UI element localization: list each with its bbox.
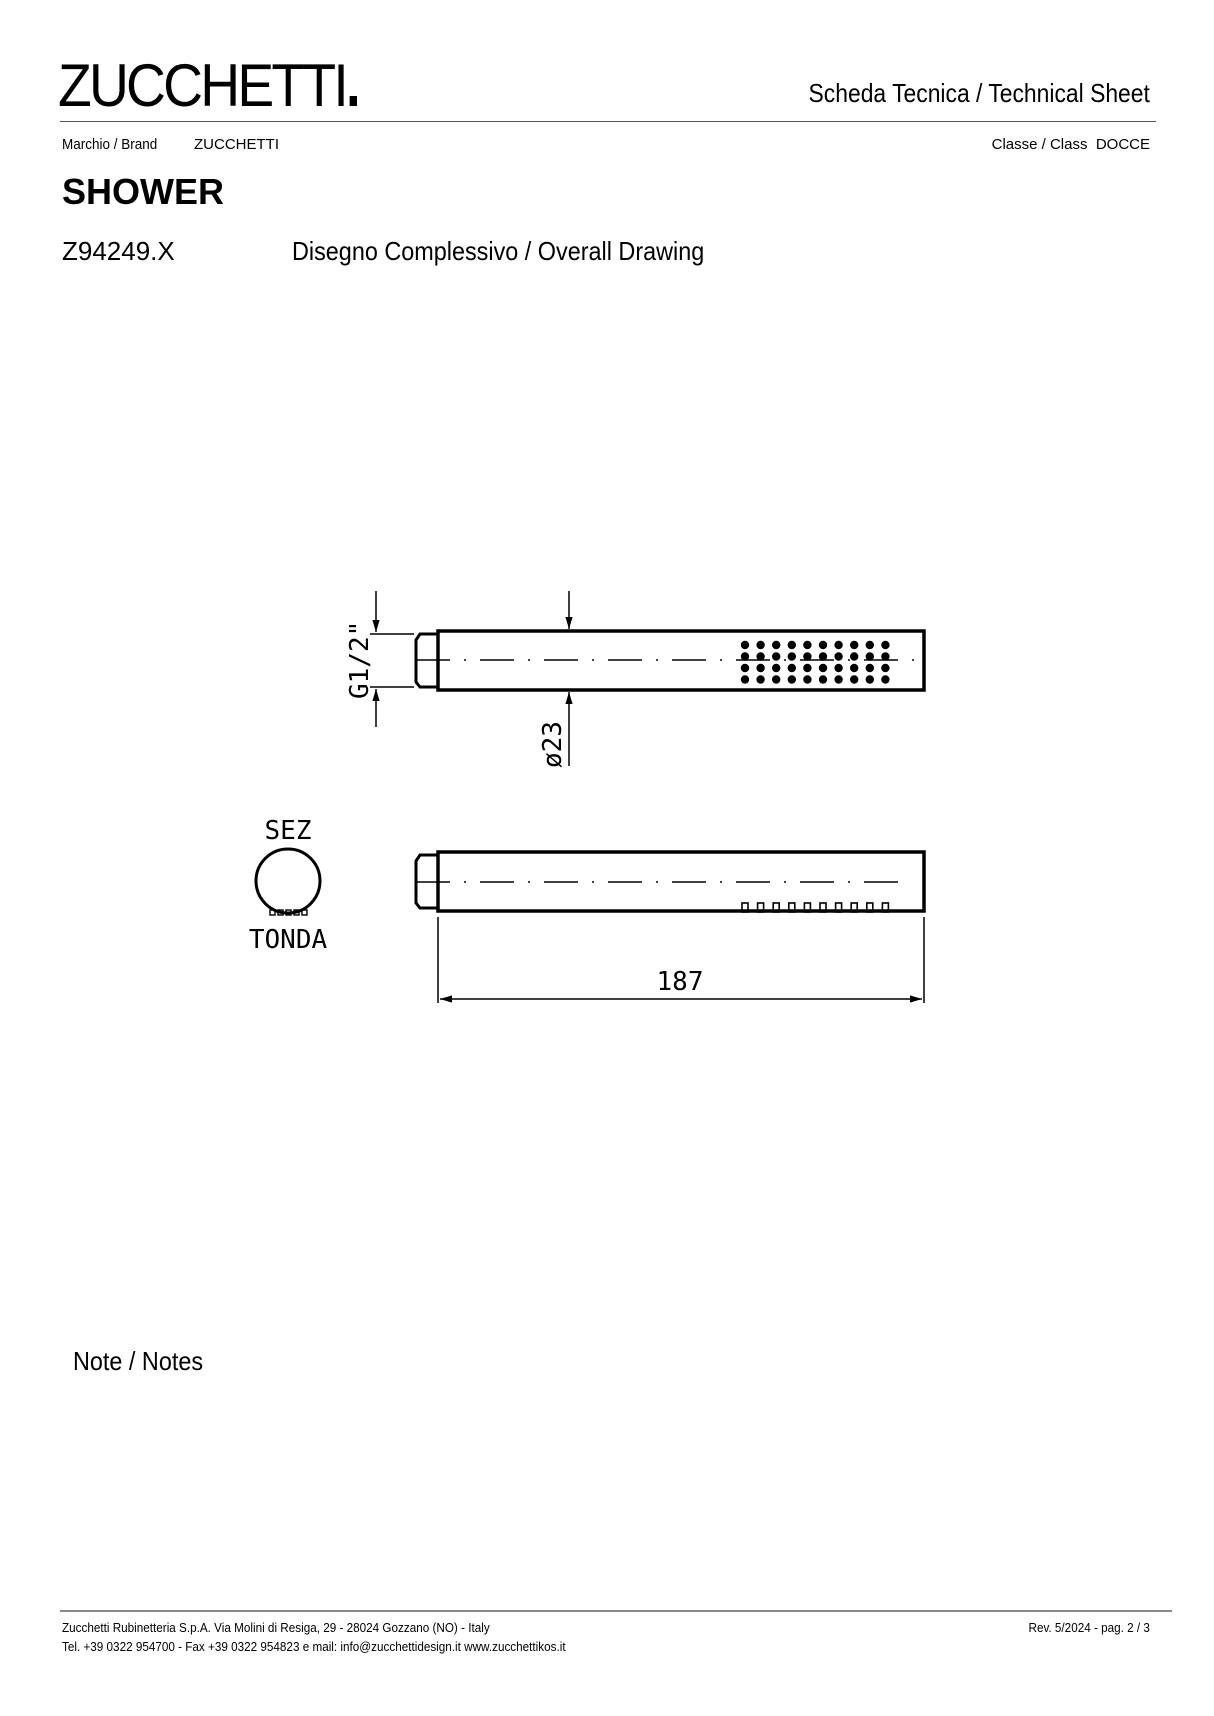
nozzle-dot <box>803 663 812 673</box>
nozzle-dot <box>881 652 890 661</box>
nozzle-dot <box>756 675 765 684</box>
nozzle-dot <box>850 652 859 661</box>
sheet-title: Scheda Tecnica / Technical Sheet <box>808 78 1150 108</box>
product-category: SHOWER <box>62 171 224 212</box>
nozzle-dot <box>772 652 781 661</box>
nozzle-dot <box>834 640 843 650</box>
header-divider <box>60 121 1156 122</box>
nozzle-dot <box>881 640 890 650</box>
nozzle-dot <box>740 640 750 650</box>
nozzle-dot <box>865 640 874 650</box>
round-section-circle <box>254 847 322 915</box>
class-value: DOCCE <box>1095 136 1150 153</box>
nozzle-dot <box>740 675 750 684</box>
brand-label: Marchio / Brand <box>62 136 158 153</box>
nozzle-dot <box>803 640 812 650</box>
footer-contacts: Tel. +39 0322 954700 - Fax +39 0322 9548… <box>62 1639 566 1654</box>
nozzle-dot <box>772 675 781 684</box>
nozzle-dot <box>772 640 781 650</box>
nozzle-dot <box>850 663 859 673</box>
nozzle-dot <box>881 675 890 684</box>
nozzle-dot <box>772 663 781 673</box>
nozzle-dot <box>803 675 812 684</box>
thread-size-label: G1/2" <box>345 621 375 699</box>
length-label: 187 <box>657 967 704 997</box>
notes-label: Note / Notes <box>73 1346 204 1376</box>
class-label: Classe / Class <box>991 136 1088 153</box>
logo-text: ZUCCHETTI <box>58 52 349 119</box>
footer-address: Zucchetti Rubinetteria S.p.A. Via Molini… <box>62 1620 490 1635</box>
nozzle-dot <box>787 652 796 661</box>
section-nozzle <box>285 909 292 916</box>
nozzle-side <box>850 902 859 913</box>
brand-value: ZUCCHETTI <box>194 136 279 153</box>
nozzle-dot <box>787 663 796 673</box>
section-label-top: SEZ <box>265 816 312 846</box>
nozzle-dot <box>756 640 765 650</box>
nozzle-dot <box>865 675 874 684</box>
nozzle-side <box>756 902 765 913</box>
nozzle-side <box>881 902 890 913</box>
nozzle-dot <box>850 640 859 650</box>
nozzle-side <box>803 902 812 913</box>
nozzle-dot <box>787 640 796 650</box>
section-nozzles <box>269 909 308 916</box>
footer-revision: Rev. 5/2024 - pag. 2 / 3 <box>1028 1620 1150 1635</box>
section-nozzle <box>277 909 284 916</box>
section-nozzle <box>293 909 300 916</box>
nozzle-dot <box>740 652 750 661</box>
nozzle-dot <box>850 675 859 684</box>
nozzle-side <box>819 902 827 913</box>
nozzle-dot <box>865 652 874 661</box>
nozzle-dot <box>834 663 843 673</box>
product-code: Z94249.X <box>62 236 175 266</box>
nozzle-dot <box>881 663 890 673</box>
nozzle-dot <box>756 652 765 661</box>
footer-divider <box>60 1610 1172 1612</box>
nozzle-dot <box>834 652 843 661</box>
class-info: Classe / Class DOCCE <box>992 136 1150 153</box>
nozzle-side <box>865 902 874 913</box>
drawing-title: Disegno Complessivo / Overall Drawing <box>292 236 705 266</box>
nozzle-side <box>787 902 796 913</box>
nozzle-dot <box>787 675 796 684</box>
nozzle-dot <box>818 652 828 661</box>
nozzle-side <box>772 902 781 913</box>
logo-dot <box>349 96 357 106</box>
nozzle-dot <box>818 640 828 650</box>
thread-nozzle-top <box>414 632 438 689</box>
zucchetti-logo: ZUCCHETTI <box>58 56 357 116</box>
nozzle-dot <box>865 663 874 673</box>
nozzle-dots-top <box>740 640 890 684</box>
nozzle-dot <box>803 652 812 661</box>
nozzle-dot <box>756 663 765 673</box>
nozzle-dots-side <box>741 902 890 913</box>
nozzle-dot <box>818 663 828 673</box>
nozzle-side <box>834 902 843 913</box>
section-label-bottom: TONDA <box>249 925 328 955</box>
diameter-label: ø23 <box>538 721 568 768</box>
section-nozzle <box>301 909 308 916</box>
section-nozzle <box>269 909 276 916</box>
nozzle-side <box>741 902 749 913</box>
nozzle-dot <box>740 663 750 673</box>
nozzle-dot <box>834 675 843 684</box>
nozzle-dot <box>818 675 828 684</box>
